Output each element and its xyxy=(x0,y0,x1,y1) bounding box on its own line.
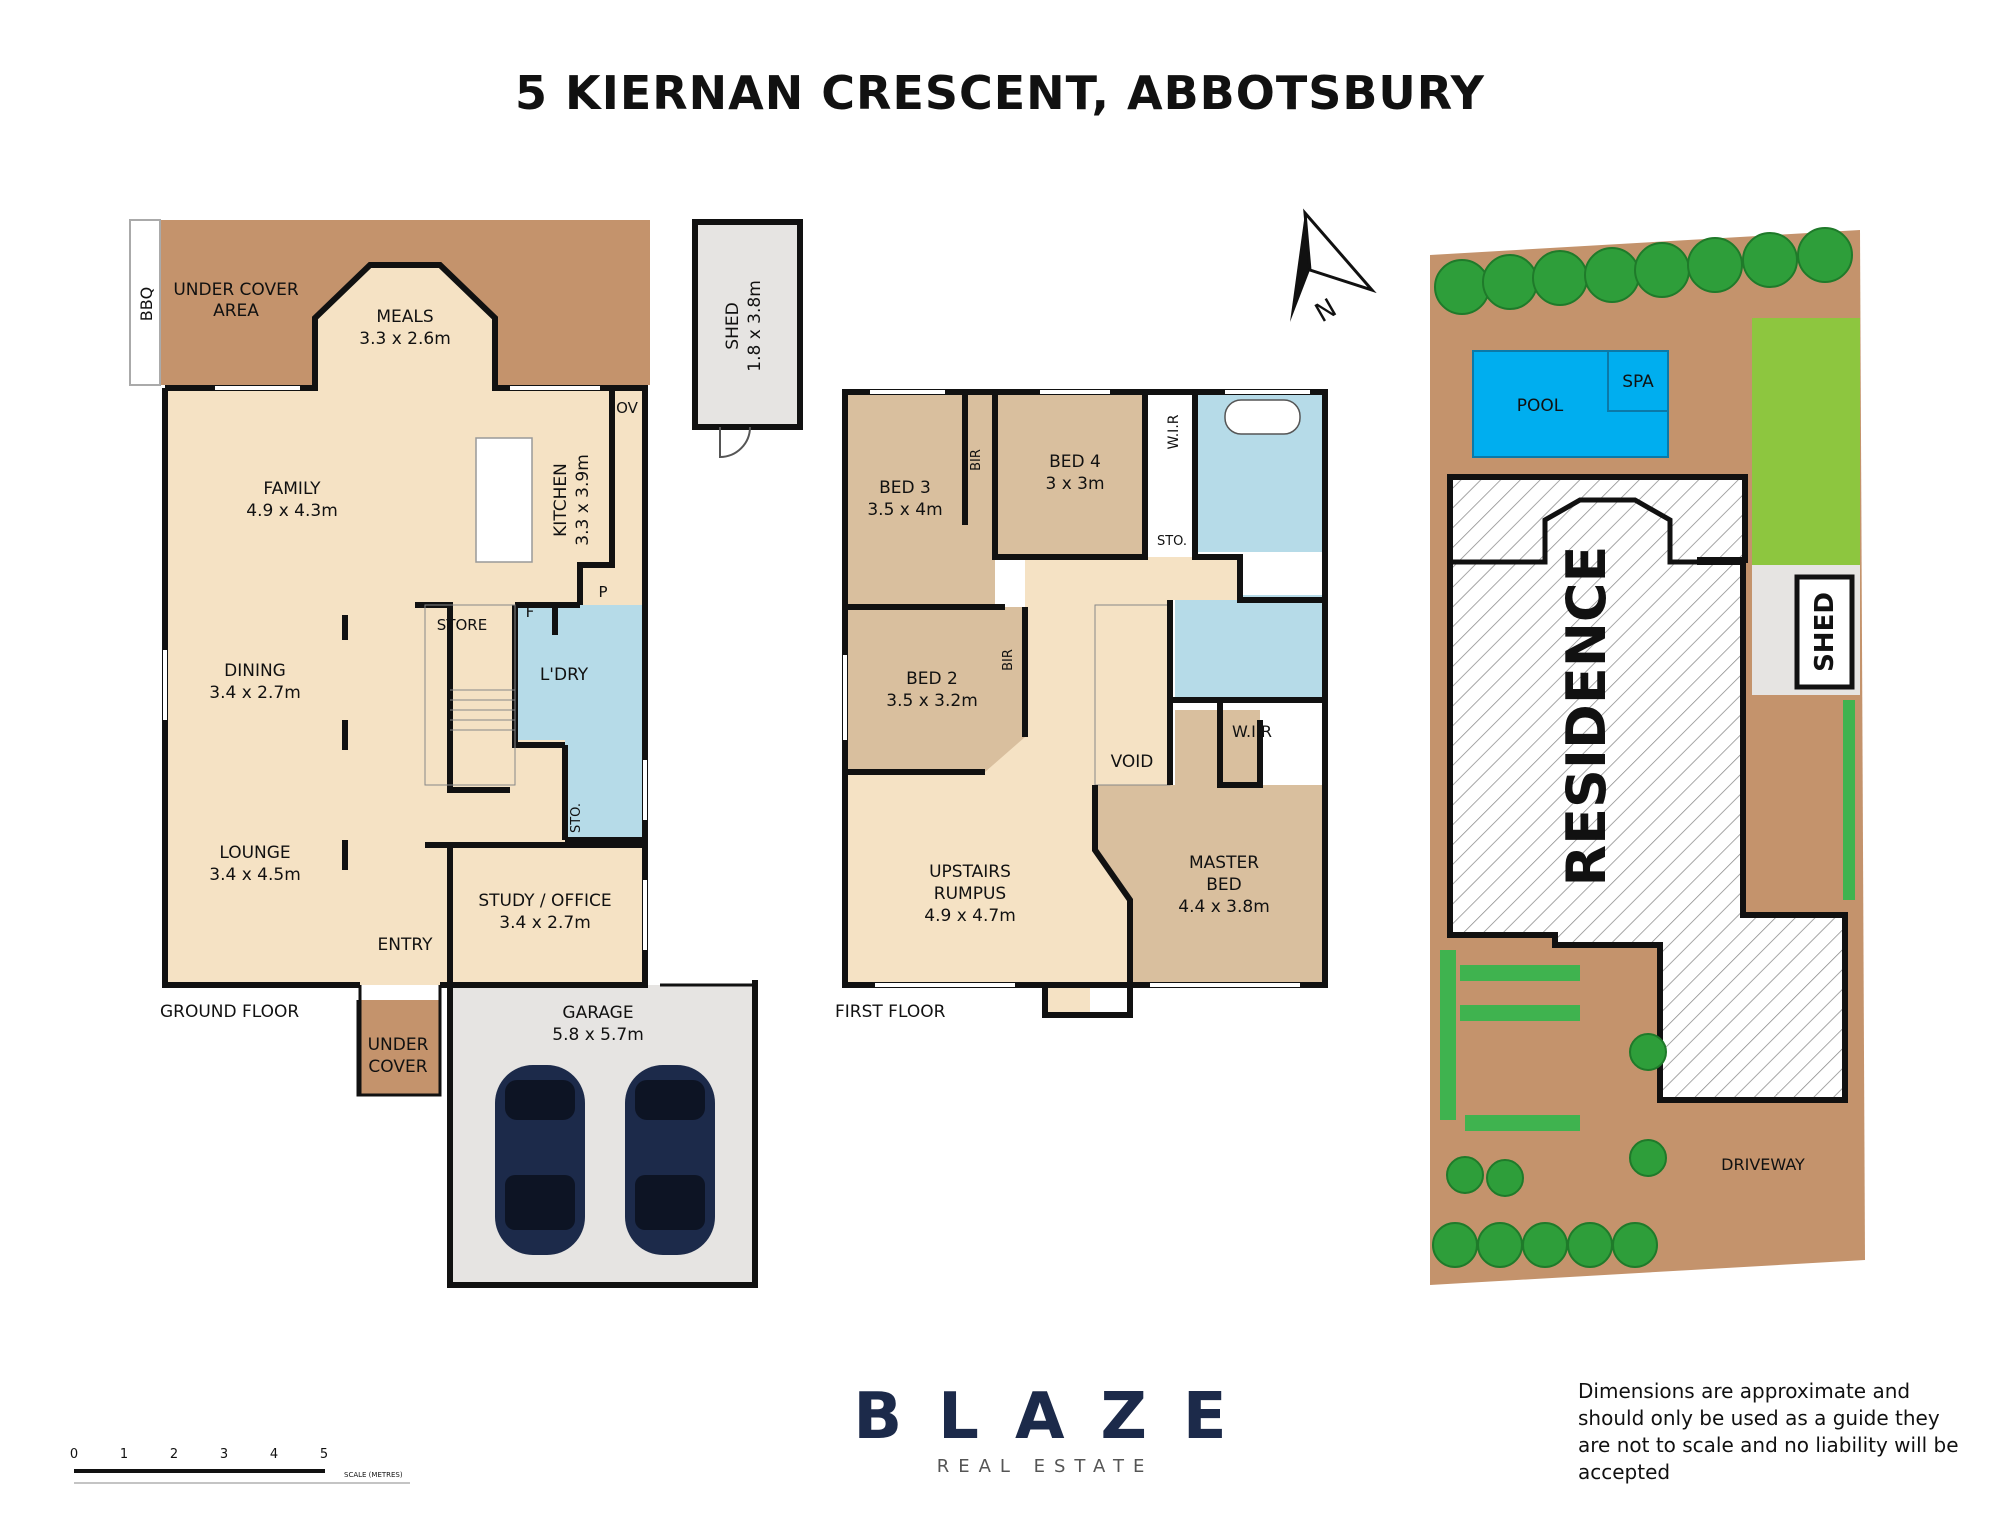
car-left xyxy=(495,1065,585,1255)
bath-tub xyxy=(1224,399,1301,435)
shed-size: 1.8 x 3.8m xyxy=(745,280,765,372)
dining-label: DINING xyxy=(224,661,286,681)
bed4-size: 3 x 3m xyxy=(1045,474,1104,494)
kitchen-size: 3.3 x 3.9m xyxy=(573,454,593,546)
void-label: VOID xyxy=(1111,752,1154,772)
brand-tagline: REAL ESTATE xyxy=(936,1456,1154,1477)
scale-tick-3: 3 xyxy=(220,1447,228,1462)
page-title: 5 KIERNAN CRESCENT, ABBOTSBURY xyxy=(515,66,1485,120)
car-right xyxy=(625,1065,715,1255)
under-cover-area-label-2: AREA xyxy=(213,301,259,321)
brand-name: BLAZE xyxy=(853,1380,1263,1454)
scale-caption: SCALE (METRES) xyxy=(344,1471,403,1479)
bed2-size: 3.5 x 3.2m xyxy=(886,691,978,711)
bed2-room xyxy=(845,607,1025,772)
ground-sto-label: STO. xyxy=(569,803,584,833)
spa-label: SPA xyxy=(1622,372,1654,392)
laundry-label: L'DRY xyxy=(540,665,589,685)
first-floor-windows xyxy=(843,390,1310,987)
scale-tick-4: 4 xyxy=(270,1447,278,1462)
lounge-label: LOUNGE xyxy=(219,843,290,863)
ground-floor-plan: BBQ UNDER COVER AREA MEALS 3.3 x 2.6m FA… xyxy=(129,219,758,1288)
kitchen-island xyxy=(475,437,533,563)
hedge-icon xyxy=(1440,700,1855,1131)
lawn xyxy=(1752,318,1860,565)
fridge-label: F xyxy=(526,603,535,621)
study-label: STUDY / OFFICE xyxy=(478,891,611,911)
under-cover-label-2: COVER xyxy=(368,1057,427,1077)
bed3-label: BED 3 xyxy=(879,478,931,498)
master-size: 4.4 x 3.8m xyxy=(1178,897,1270,917)
kitchen-label: KITCHEN xyxy=(551,463,571,537)
shed-label: SHED xyxy=(723,302,743,349)
entry-under-cover xyxy=(358,1000,440,1095)
pantry-label: P xyxy=(598,583,607,601)
ground-stairs xyxy=(424,604,516,786)
detached-shed: SHED 1.8 x 3.8m xyxy=(692,219,803,459)
laundry-room xyxy=(515,605,645,740)
scale-tick-0: 0 xyxy=(70,1447,78,1462)
first-floor-label: FIRST FLOOR xyxy=(835,1002,946,1022)
bbq-label: BBQ xyxy=(137,287,156,322)
garage-size: 5.8 x 5.7m xyxy=(552,1025,644,1045)
driveway-label: DRIVEWAY xyxy=(1721,1155,1805,1174)
entry-label: ENTRY xyxy=(378,935,434,955)
rumpus-size: 4.9 x 4.7m xyxy=(924,906,1016,926)
site-shed xyxy=(1794,574,1855,690)
wir1-label: W.I.R xyxy=(1166,414,1182,449)
bed2-label: BED 2 xyxy=(906,669,958,689)
brand-logo: BLAZE REAL ESTATE xyxy=(760,1380,1320,1477)
rumpus-label-2: RUMPUS xyxy=(934,884,1006,904)
dining-size: 3.4 x 2.7m xyxy=(209,683,301,703)
master-bed-room xyxy=(1095,710,1325,985)
site-plan: POOL SPA RESIDENCE SHED DRIVEWAY xyxy=(1430,227,1865,1285)
oven-label: OV xyxy=(616,399,639,417)
bir2-label: BIR xyxy=(1001,649,1016,671)
residence-label: RESIDENCE xyxy=(1555,546,1618,887)
store-label: STORE xyxy=(437,616,487,634)
meals-label: MEALS xyxy=(376,307,433,327)
bed3-size: 3.5 x 4m xyxy=(867,500,942,520)
north-label: N xyxy=(1310,293,1342,329)
disclaimer-text: Dimensions are approximate and should on… xyxy=(1578,1379,1959,1484)
void-area xyxy=(1094,604,1171,786)
lounge-size: 3.4 x 4.5m xyxy=(209,865,301,885)
bed4-label: BED 4 xyxy=(1049,452,1101,472)
meals-size: 3.3 x 2.6m xyxy=(359,329,451,349)
pool-label: POOL xyxy=(1517,396,1564,416)
site-shed-label: SHED xyxy=(1810,592,1840,672)
rumpus-label: UPSTAIRS xyxy=(929,862,1011,882)
scale-tick-1: 1 xyxy=(120,1447,128,1462)
ground-floor-label: GROUND FLOOR xyxy=(160,1002,299,1022)
master-label: MASTER xyxy=(1189,853,1259,873)
first-floor-plan: BED 3 3.5 x 4m BIR BED 4 3 x 3m W.I.R ST… xyxy=(835,389,1328,1022)
master-label-2: BED xyxy=(1206,875,1242,895)
spa xyxy=(1607,350,1669,412)
family-label: FAMILY xyxy=(263,479,321,499)
tree-icon xyxy=(1432,227,1853,1268)
scale-bar: 0 1 2 3 4 5 SCALE (METRES) xyxy=(70,1447,410,1484)
ground-floor-windows xyxy=(163,386,647,950)
north-arrow-icon: N xyxy=(1290,208,1377,329)
residence-upper-outline xyxy=(1450,497,1743,565)
wir2-label: W.I.R xyxy=(1232,722,1272,741)
bbq xyxy=(129,219,161,386)
first-bathroom xyxy=(1175,595,1325,700)
scale-tick-5: 5 xyxy=(320,1447,328,1462)
garage-label: GARAGE xyxy=(562,1003,633,1023)
bed3-room xyxy=(845,392,995,607)
first-sto-label: STO. xyxy=(1157,534,1187,549)
bir1-label: BIR xyxy=(969,449,984,471)
under-cover-area-label: UNDER COVER xyxy=(173,280,299,300)
ground-bathroom xyxy=(565,718,645,838)
study-size: 3.4 x 2.7m xyxy=(499,913,591,933)
scale-tick-2: 2 xyxy=(170,1447,178,1462)
family-size: 4.9 x 4.3m xyxy=(246,501,338,521)
under-cover-label: UNDER xyxy=(368,1035,429,1055)
bed4-room xyxy=(995,392,1145,557)
